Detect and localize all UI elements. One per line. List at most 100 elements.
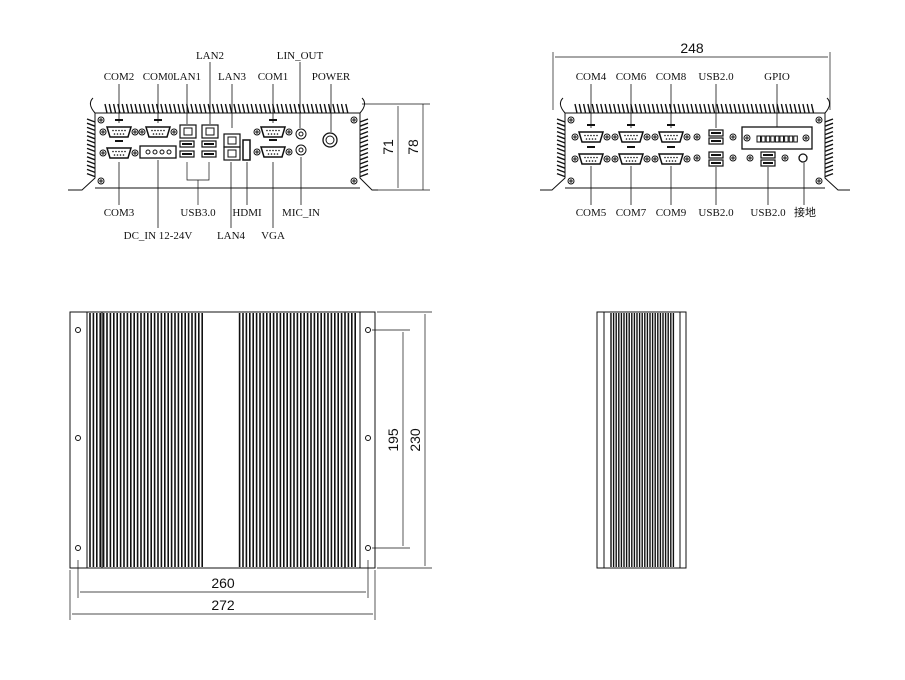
gpio-pin bbox=[761, 135, 766, 143]
fin bbox=[634, 103, 638, 114]
fin bbox=[613, 103, 617, 114]
side-fin bbox=[556, 172, 566, 178]
pin bbox=[593, 156, 595, 159]
label-gpio: GPIO bbox=[764, 71, 790, 83]
fin bbox=[643, 103, 647, 114]
side-fin bbox=[86, 139, 96, 144]
rear-width-dimension: 248 bbox=[552, 40, 831, 110]
fin bbox=[789, 103, 793, 114]
fin bbox=[104, 103, 108, 114]
dimension-71: 71 bbox=[380, 139, 396, 155]
power-button-icon bbox=[322, 132, 338, 148]
lan1-port bbox=[179, 124, 197, 139]
fin bbox=[190, 103, 194, 114]
usb-tongue bbox=[711, 132, 721, 134]
fin bbox=[763, 103, 767, 114]
side-fin bbox=[824, 118, 834, 123]
screw-slot bbox=[817, 118, 821, 122]
fin bbox=[647, 103, 651, 114]
fin bbox=[203, 103, 207, 114]
pin bbox=[630, 156, 632, 159]
side-fin bbox=[359, 118, 369, 123]
power-symbol bbox=[325, 135, 335, 145]
rear-heatsink-fins bbox=[556, 97, 834, 185]
fin bbox=[716, 103, 720, 114]
side-fin bbox=[86, 122, 96, 127]
screw-slot bbox=[99, 118, 103, 122]
fin bbox=[327, 103, 332, 114]
screw-icon bbox=[611, 155, 619, 163]
side-fin bbox=[86, 147, 96, 153]
corner-lip bbox=[824, 97, 831, 114]
side-fin bbox=[359, 122, 369, 127]
fin bbox=[600, 103, 604, 114]
screw-slot bbox=[172, 130, 176, 134]
pin bbox=[670, 134, 672, 137]
pin bbox=[668, 160, 671, 162]
pin bbox=[676, 156, 678, 159]
label-com2: COM2 bbox=[104, 71, 135, 83]
fin bbox=[254, 103, 259, 114]
gpio-pin bbox=[765, 135, 771, 143]
screw-icon bbox=[729, 154, 737, 162]
side-fin bbox=[359, 130, 369, 136]
usb3-bracket bbox=[186, 162, 210, 205]
pin bbox=[116, 154, 119, 156]
fin bbox=[720, 103, 724, 114]
fin bbox=[767, 103, 772, 114]
fin bbox=[121, 103, 125, 114]
lan2-port bbox=[201, 124, 219, 139]
fin bbox=[108, 103, 112, 114]
side-fin bbox=[824, 135, 834, 140]
lan3-port bbox=[223, 133, 241, 148]
fin bbox=[625, 103, 630, 114]
gpio-pin bbox=[788, 135, 794, 143]
side-fin bbox=[556, 118, 566, 123]
side-fin bbox=[556, 164, 566, 169]
screw-slot bbox=[653, 157, 657, 161]
fin bbox=[173, 103, 177, 114]
label-com1: COM1 bbox=[258, 71, 289, 83]
fin bbox=[229, 103, 233, 114]
usb3-port bbox=[179, 140, 195, 148]
pin bbox=[269, 129, 271, 132]
screw-slot bbox=[685, 135, 689, 139]
pin bbox=[587, 134, 589, 137]
dimension-78: 78 bbox=[405, 139, 421, 155]
screw-slot bbox=[101, 130, 105, 134]
gpio-pin bbox=[770, 135, 775, 143]
pin bbox=[585, 160, 588, 162]
screw-icon bbox=[683, 155, 691, 163]
fin bbox=[681, 103, 686, 114]
terminal-pin bbox=[145, 149, 151, 155]
side-fin bbox=[359, 126, 369, 132]
fin bbox=[336, 103, 340, 114]
fin bbox=[194, 103, 198, 114]
pin bbox=[664, 134, 666, 137]
usb2-port bbox=[708, 159, 724, 167]
label-usb2-top: USB2.0 bbox=[698, 71, 734, 83]
side-heatsink-fins bbox=[603, 312, 681, 568]
screw-slot bbox=[133, 130, 137, 134]
usb-tongue bbox=[204, 143, 214, 145]
corner-lip bbox=[559, 97, 566, 114]
gpio-pin bbox=[784, 135, 789, 143]
side-fin bbox=[359, 156, 369, 161]
fin bbox=[160, 103, 164, 114]
fin bbox=[216, 103, 220, 114]
pin bbox=[275, 149, 277, 152]
usb-tongue bbox=[182, 153, 192, 155]
screw-icon bbox=[567, 116, 575, 124]
side-fin bbox=[824, 122, 834, 127]
usb-tongue bbox=[711, 154, 721, 156]
pin bbox=[122, 133, 125, 135]
pin bbox=[673, 134, 675, 137]
screw-icon bbox=[350, 177, 358, 185]
side-fin bbox=[824, 130, 834, 136]
pin bbox=[596, 156, 598, 159]
label-com8: COM8 bbox=[656, 71, 687, 83]
screw-slot bbox=[731, 135, 735, 139]
front-heatsink-fins bbox=[86, 97, 369, 185]
fin bbox=[724, 103, 729, 114]
mounting-hole-icon bbox=[365, 435, 371, 441]
